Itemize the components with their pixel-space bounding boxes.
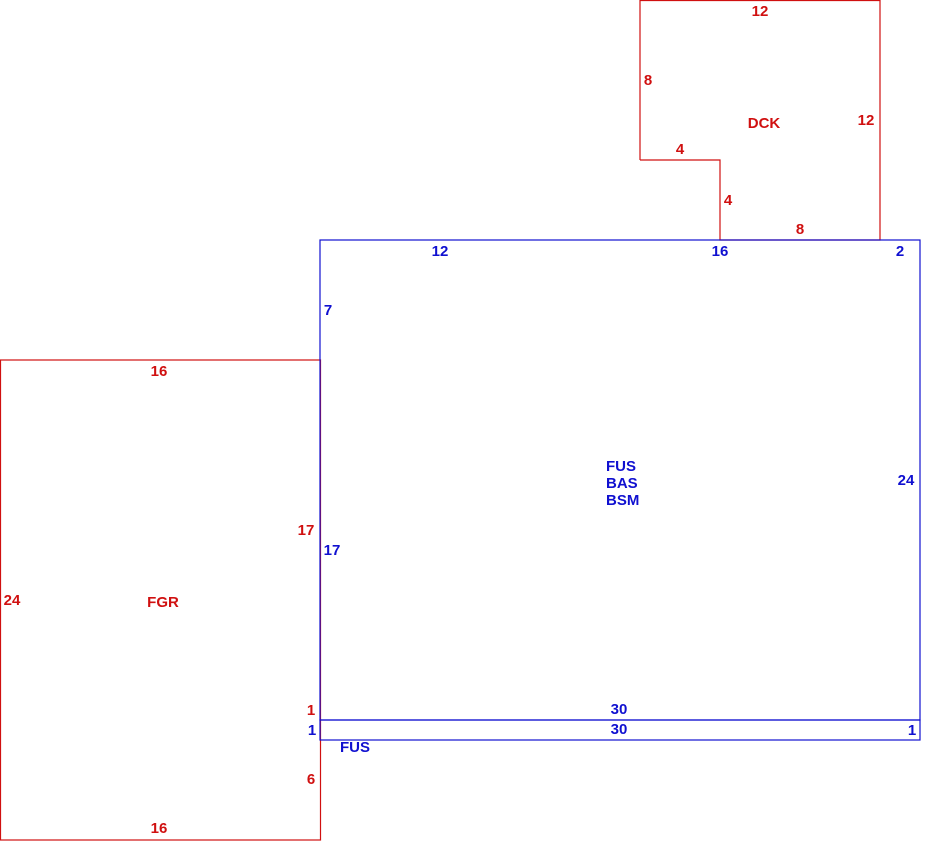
- garage-dim-right-mid: 1: [307, 702, 315, 719]
- deck-dim-right: 12: [858, 112, 875, 129]
- main-dim-top-left: 12: [432, 243, 449, 260]
- garage-area: FGR 16 24 17 1 6 16: [0, 359, 322, 841]
- garage-dim-bottom: 16: [151, 820, 168, 837]
- main-dim-bottom: 30: [611, 701, 628, 718]
- strip-label: FUS: [340, 739, 370, 756]
- deck-dim-notch-vertical: 4: [724, 192, 733, 209]
- deck-area: DCK 12 8 12 4 4 8: [639, 0, 881, 241]
- fus-strip-area: FUS 30 1 1: [308, 719, 921, 756]
- main-dim-top-mid: 16: [712, 243, 729, 260]
- main-dim-top-right: 2: [896, 243, 904, 260]
- garage-dim-right-lower: 6: [307, 771, 315, 788]
- garage-dim-left: 24: [4, 592, 21, 609]
- garage-dim-right-upper: 17: [298, 522, 315, 539]
- main-label-fus: FUS: [606, 458, 636, 475]
- deck-dim-left: 8: [644, 72, 652, 89]
- main-dim-left-lower: 17: [324, 542, 341, 559]
- deck-dim-top: 12: [752, 3, 769, 20]
- main-label-bsm: BSM: [606, 492, 639, 509]
- main-dim-left-upper: 7: [324, 302, 332, 319]
- strip-dim-top: 30: [611, 721, 628, 738]
- deck-label: DCK: [748, 115, 781, 132]
- deck-dim-bottom: 8: [796, 221, 804, 238]
- fus-strip-outline: [319, 719, 921, 741]
- deck-dim-notch-horizontal: 4: [676, 141, 685, 158]
- main-dim-right: 24: [898, 472, 915, 489]
- garage-label: FGR: [147, 594, 179, 611]
- main-label-bas: BAS: [606, 475, 638, 492]
- strip-dim-left: 1: [308, 722, 316, 739]
- main-house-area: FUS BAS BSM 12 16 2 7 17 24 30: [319, 239, 921, 721]
- strip-dim-right: 1: [908, 722, 916, 739]
- garage-dim-top: 16: [151, 363, 168, 380]
